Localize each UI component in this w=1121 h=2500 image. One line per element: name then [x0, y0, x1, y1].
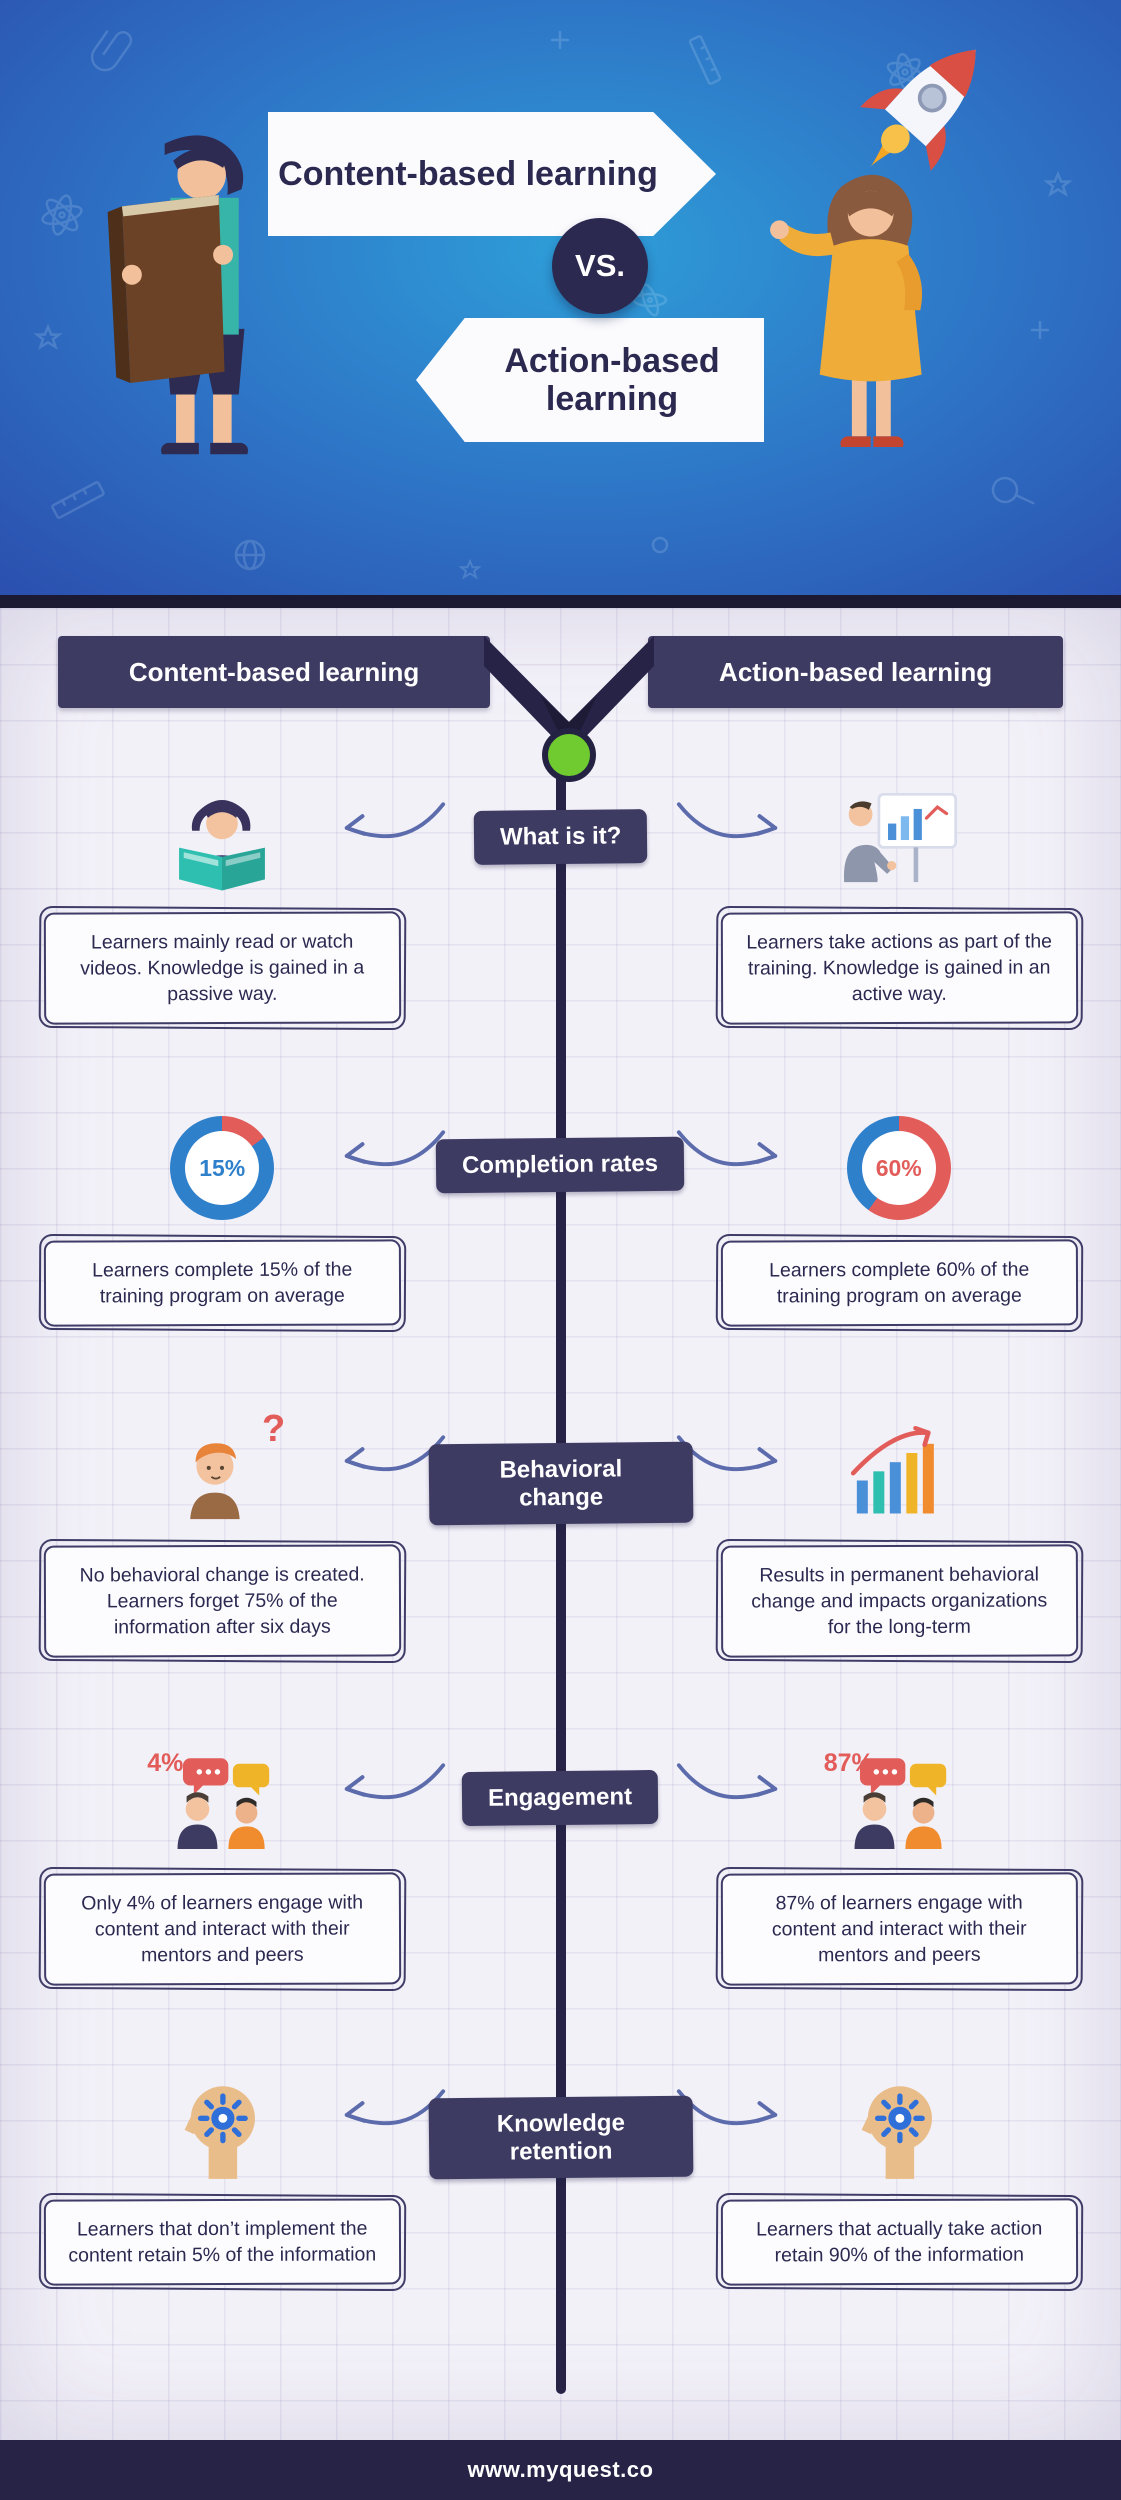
confused-person-icon: ? — [169, 1408, 285, 1524]
question-mark: ? — [262, 1407, 286, 1450]
background-doodles — [33, 30, 1073, 580]
row-label-badge: Engagement — [462, 1769, 659, 1826]
row-label-badge: Completion rates — [436, 1137, 685, 1194]
row-label-badge: What is it? — [473, 809, 648, 865]
conversation-icon: 87% — [824, 1749, 958, 1851]
vs-label: VS. — [575, 248, 625, 283]
head-gear-icon — [173, 2072, 271, 2183]
right-description: Learners that actually take action retai… — [720, 2198, 1078, 2287]
growth-chart-icon — [844, 1420, 954, 1525]
curved-arrow-right-icon — [676, 1130, 777, 1167]
right-description: Learners take actions as part of the tra… — [720, 911, 1078, 1025]
curved-arrow-right-icon — [676, 1763, 777, 1800]
left-description: Learners mainly read or watch videos. Kn… — [43, 911, 401, 1025]
center-spine — [555, 742, 566, 2394]
presenter-woman-illustration — [770, 174, 923, 448]
donut-value: 15% — [185, 1131, 260, 1206]
column-headers: Content-based learning Action-based lear… — [0, 608, 1121, 782]
title-banner-left: Content-based learning — [268, 112, 716, 236]
reading-person-icon — [166, 786, 278, 893]
right-description: Learners complete 60% of the training pr… — [720, 1239, 1078, 1328]
hero-title-action: Action-based learning — [504, 341, 720, 418]
completion-donut-left: 15% — [170, 1116, 275, 1221]
head-gear-icon — [850, 2072, 948, 2183]
left-description: No behavioral change is created. Learner… — [43, 1544, 401, 1658]
row-label-badge: Behavioral change — [428, 1441, 693, 1526]
footer: www.myquest.co — [0, 2440, 1121, 2500]
presenter-icon — [835, 787, 963, 892]
footer-url-link[interactable]: www.myquest.co — [467, 2457, 654, 2482]
left-description: Learners complete 15% of the training pr… — [43, 1239, 401, 1328]
curved-arrow-left-icon — [344, 1763, 445, 1800]
right-description: 87% of learners engage with content and … — [720, 1872, 1078, 1986]
comparison-row-knowledge-retention: Knowledge retention — [0, 2063, 1121, 2287]
comparison-row-completion-rates: 15% Completion rates 60% — [0, 1104, 1121, 1328]
green-dot-icon — [542, 728, 597, 782]
reading-student-illustration — [107, 135, 249, 455]
vs-badge: VS. — [552, 218, 648, 314]
rocket-illustration — [860, 49, 976, 171]
comparison-row-engagement: 4% — [0, 1737, 1121, 1986]
donut-value: 60% — [861, 1131, 936, 1206]
curved-arrow-left-icon — [344, 1130, 445, 1167]
left-description: Learners that don’t implement the conten… — [43, 2198, 401, 2287]
right-description: Results in permanent behavioral change a… — [720, 1544, 1078, 1658]
completion-donut-right: 60% — [846, 1116, 951, 1221]
left-column-header: Content-based learning — [58, 636, 491, 708]
conversation-icon: 4% — [147, 1749, 281, 1851]
comparison-section: Content-based learning Action-based lear… — [0, 608, 1121, 2440]
title-banner-right: Action-based learning — [416, 318, 764, 442]
hero-title-content: Content-based learning — [278, 154, 658, 193]
engagement-percent: 87% — [823, 1749, 874, 1778]
hero-section: Content-based learning VS. Action-based … — [0, 0, 1121, 595]
curved-arrow-right-icon — [676, 802, 777, 839]
comparison-row-behavioral-change: ? Behavior — [0, 1408, 1121, 1658]
right-column-header: Action-based learning — [648, 636, 1063, 708]
left-description: Only 4% of learners engage with content … — [43, 1872, 401, 1986]
row-label-badge: Knowledge retention — [428, 2095, 693, 2180]
section-divider — [0, 595, 1121, 608]
engagement-percent: 4% — [147, 1749, 184, 1778]
comparison-row-what-is-it: What is it? — [0, 776, 1121, 1025]
curved-arrow-left-icon — [344, 802, 445, 839]
header-chevron — [484, 636, 655, 782]
